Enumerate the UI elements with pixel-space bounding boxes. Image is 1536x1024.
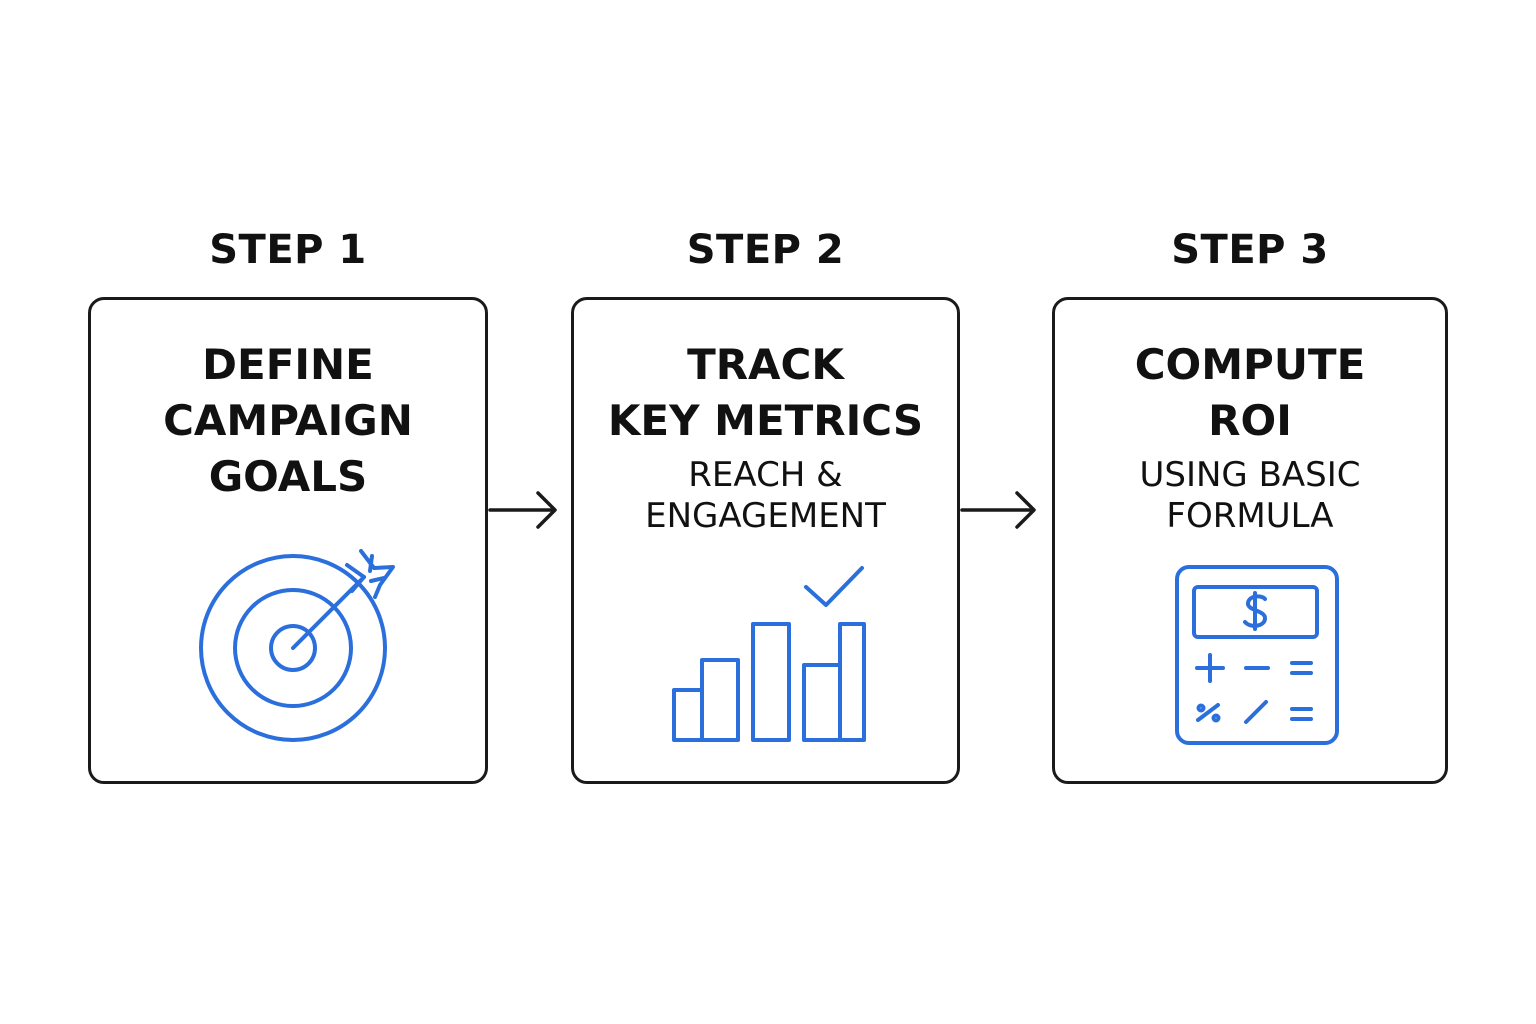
step-3-title-line: ROI bbox=[1208, 396, 1292, 445]
bar-chart-check-icon bbox=[672, 566, 866, 742]
step-3-subtitle-line: USING BASIC bbox=[1139, 455, 1361, 495]
step-3-card: COMPUTE ROI USING BASIC FORMULA bbox=[1052, 297, 1448, 784]
step-1-card: DEFINE CAMPAIGN GOALS bbox=[88, 297, 488, 784]
target-arrow-icon bbox=[199, 549, 395, 742]
step-3-title-line: COMPUTE bbox=[1134, 340, 1366, 389]
step-1-title-line: GOALS bbox=[208, 452, 368, 501]
step-3-subtitle: USING BASIC FORMULA bbox=[1055, 455, 1445, 537]
step-1-title-line: CAMPAIGN bbox=[163, 396, 413, 445]
step-1-label: STEP 1 bbox=[209, 227, 367, 273]
step-2-title-line: KEY METRICS bbox=[607, 396, 924, 445]
arrow-right-icon bbox=[960, 491, 1036, 529]
arrow-right-icon bbox=[488, 491, 557, 529]
step-3-subtitle-line: FORMULA bbox=[1166, 496, 1334, 536]
step-1-title-line: DEFINE bbox=[202, 340, 374, 389]
step-2-subtitle-line: REACH & bbox=[688, 455, 843, 495]
step-3-title: COMPUTE ROI bbox=[1055, 337, 1445, 449]
step-2-card: TRACK KEY METRICS REACH & ENGAGEMENT bbox=[571, 297, 960, 784]
step-2-subtitle-line: ENGAGEMENT bbox=[645, 496, 886, 536]
step-2-title-line: TRACK bbox=[687, 340, 844, 389]
step-1-title: DEFINE CAMPAIGN GOALS bbox=[91, 337, 485, 505]
calculator-dollar-icon bbox=[1175, 565, 1339, 745]
step-2-title: TRACK KEY METRICS bbox=[574, 337, 957, 449]
step-2-subtitle: REACH & ENGAGEMENT bbox=[574, 455, 957, 537]
step-3-label: STEP 3 bbox=[1171, 227, 1329, 273]
step-2-label: STEP 2 bbox=[686, 227, 845, 273]
